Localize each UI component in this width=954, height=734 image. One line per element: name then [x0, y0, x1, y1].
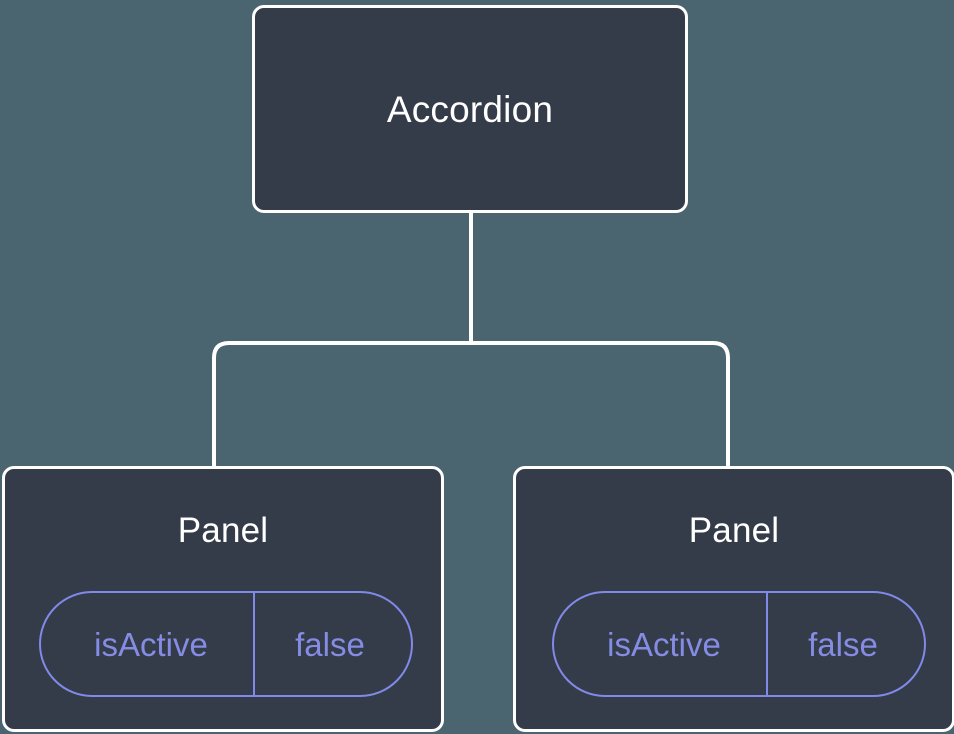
state-badge-key: isActive — [554, 593, 768, 695]
node-panel-left-label: Panel — [177, 511, 269, 550]
node-panel-right-label: Panel — [688, 511, 780, 550]
node-accordion[interactable]: Accordion — [252, 5, 688, 213]
state-badge-panel-right[interactable]: isActive false — [552, 591, 926, 697]
node-accordion-label: Accordion — [386, 88, 554, 130]
state-badge-panel-left[interactable]: isActive false — [39, 591, 413, 697]
connector-branch-right — [471, 341, 730, 470]
state-badge-value: false — [808, 625, 878, 663]
connector-branch-left — [212, 341, 471, 470]
state-badge-value: false — [295, 625, 365, 663]
node-panel-left[interactable]: Panel isActive false — [2, 466, 444, 732]
node-panel-right[interactable]: Panel isActive false — [513, 466, 954, 732]
state-badge-key: isActive — [41, 593, 255, 695]
